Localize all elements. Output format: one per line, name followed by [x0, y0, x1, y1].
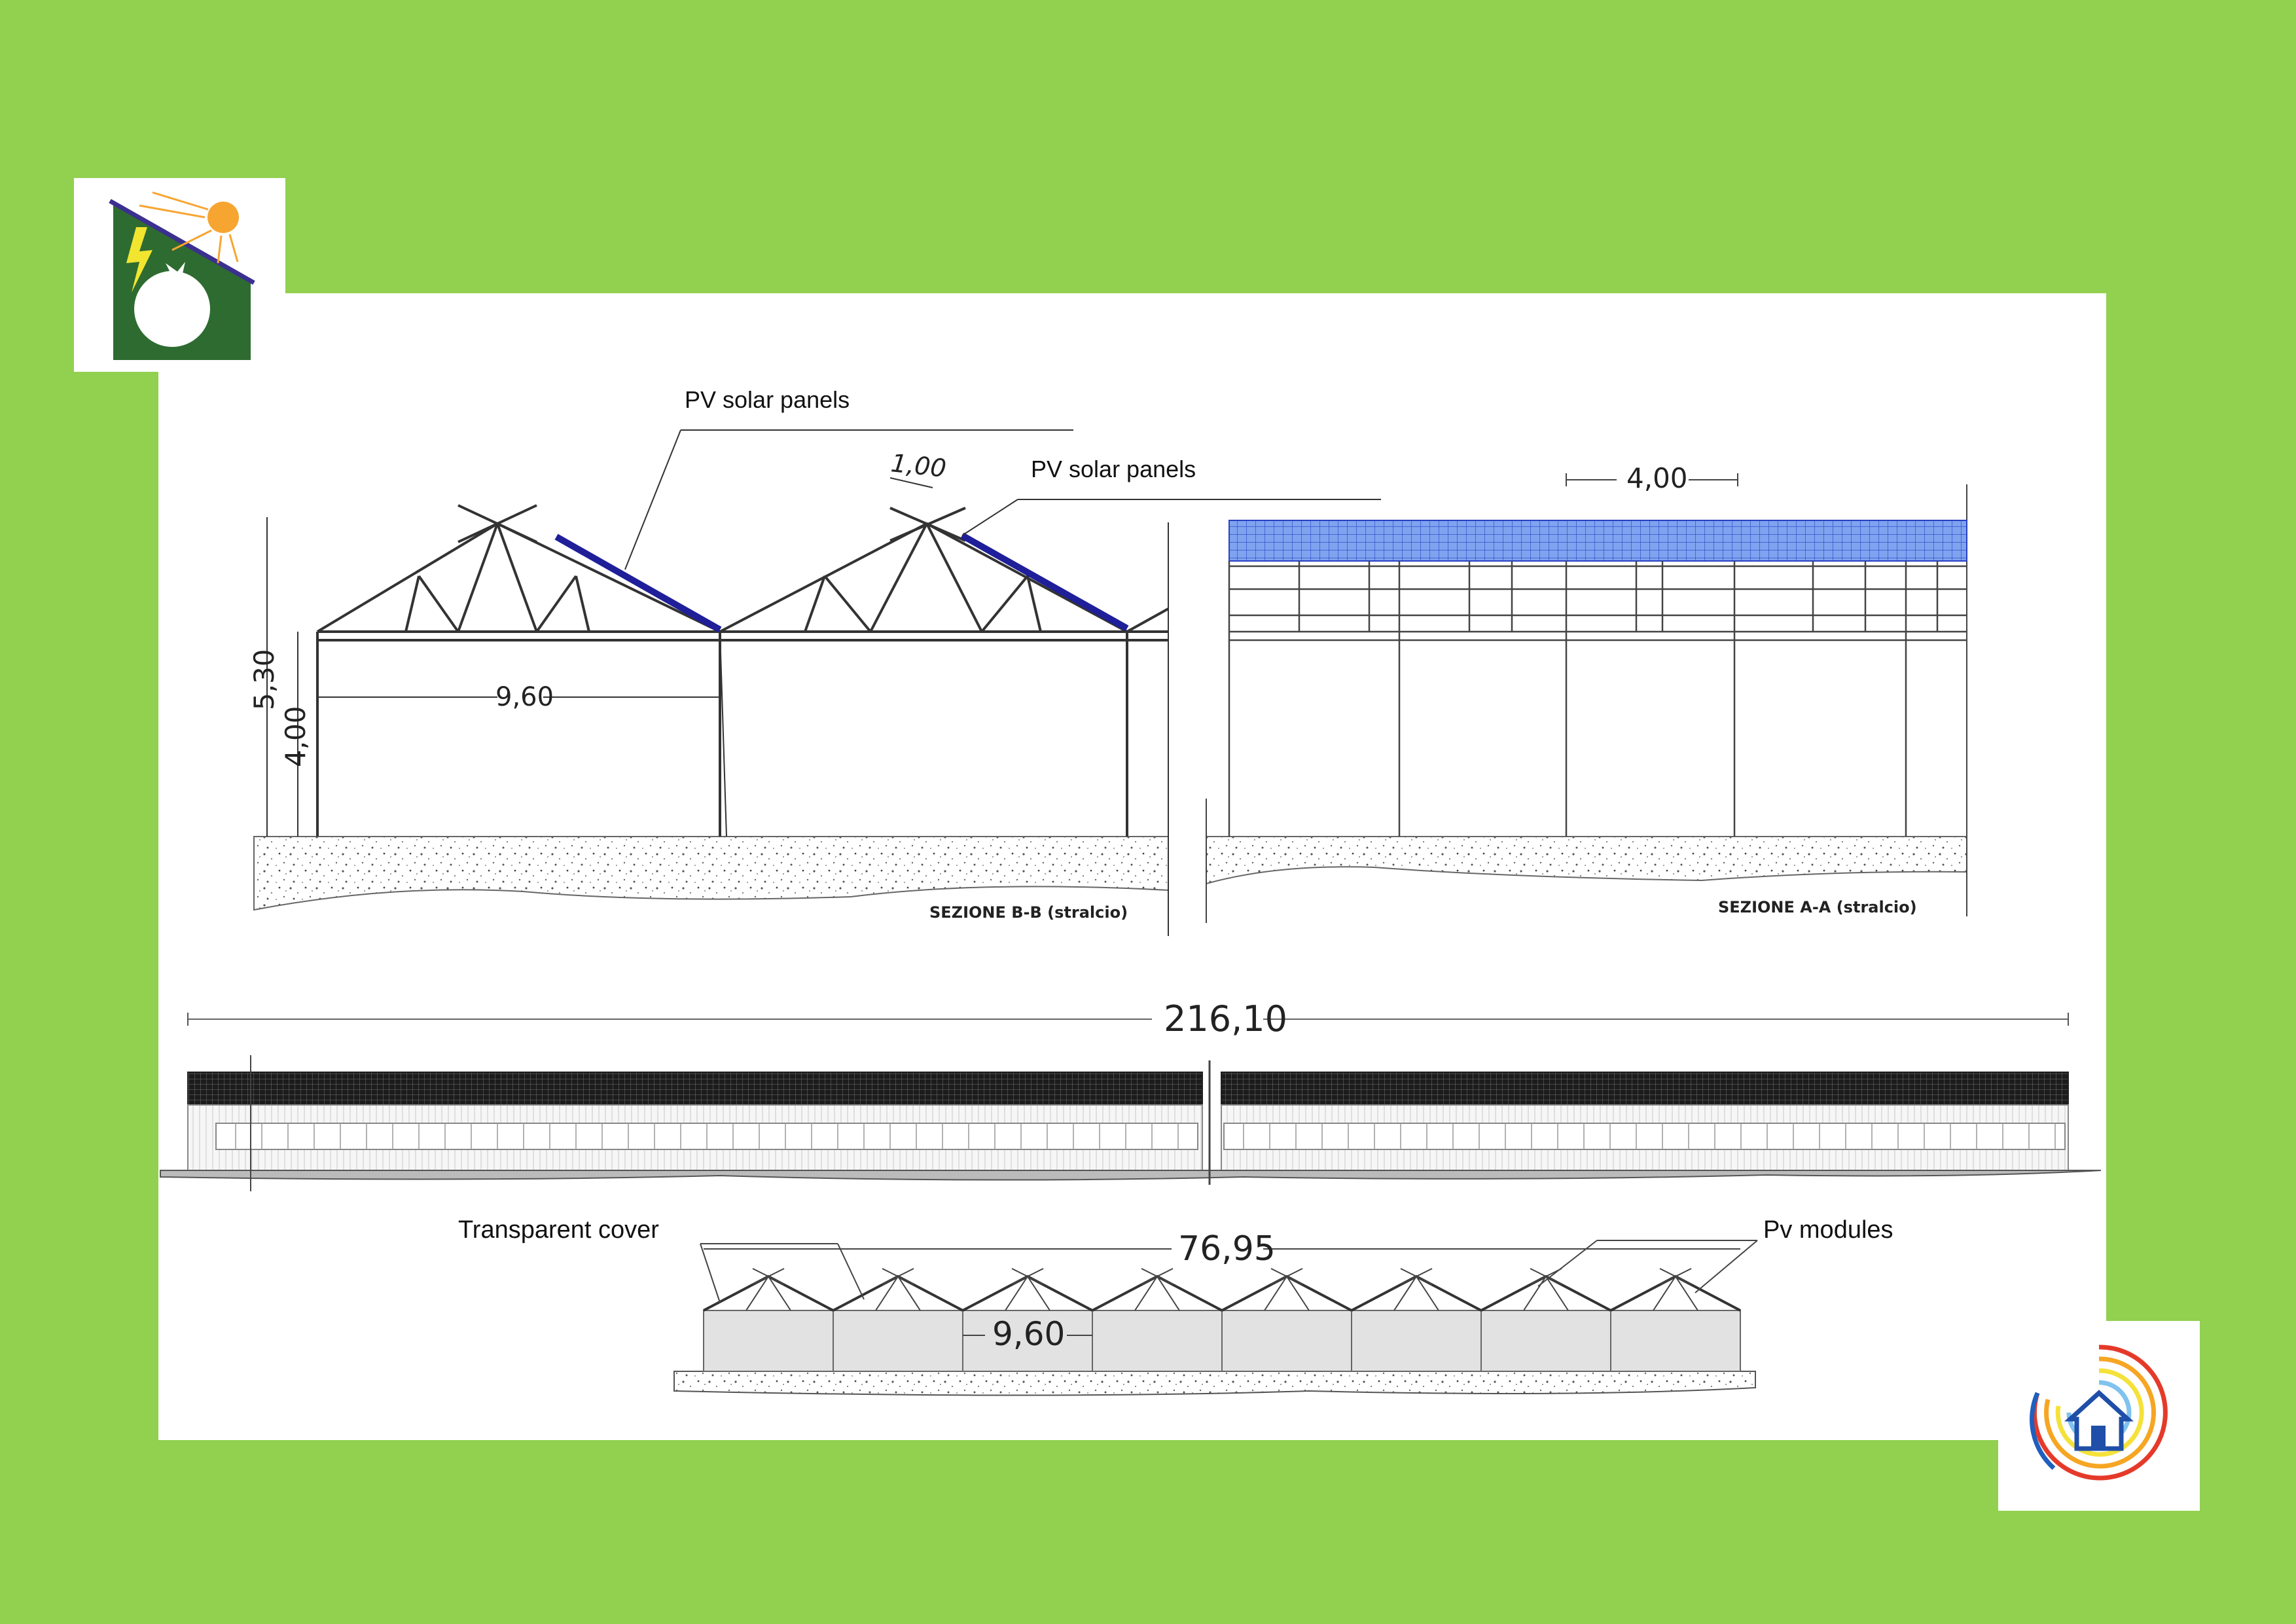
transparent-cover-label: Transparent cover: [458, 1216, 659, 1244]
section-bb-caption: SEZIONE B-B (stralcio): [929, 903, 1128, 922]
section-aa-caption: SEZIONE A-A (stralcio): [1718, 898, 1917, 916]
section-bb-drawing: [253, 429, 1381, 936]
solar-greenhouse-logo-icon: [109, 191, 255, 360]
dimension-9-60-front: 9,60: [992, 1315, 1065, 1353]
pv-modules-label: Pv modules: [1763, 1216, 1893, 1244]
dimension-4-00-side: 4,00: [279, 706, 312, 767]
dimension-76-95: 76,95: [1178, 1229, 1276, 1269]
dimension-216-10: 216,10: [1164, 998, 1287, 1039]
front-section-drawing: [673, 1240, 1758, 1396]
pv-solar-panels-label-2: PV solar panels: [1031, 456, 1196, 482]
pv-solar-panels-label-1: PV solar panels: [685, 386, 850, 413]
long-elevation-drawing: [160, 1013, 2102, 1191]
section-aa-drawing: [1206, 473, 1967, 923]
solar-greenhouse-logo: [74, 178, 285, 372]
dimension-1-00: 1,00: [889, 448, 948, 483]
energy-house-logo-icon: [2030, 1344, 2168, 1481]
dimension-4-00-top: 4,00: [1626, 462, 1688, 494]
dimension-9-60-section: 9,60: [495, 682, 554, 712]
energy-house-logo: [1998, 1321, 2200, 1511]
dimension-5-30: 5,30: [248, 649, 280, 710]
